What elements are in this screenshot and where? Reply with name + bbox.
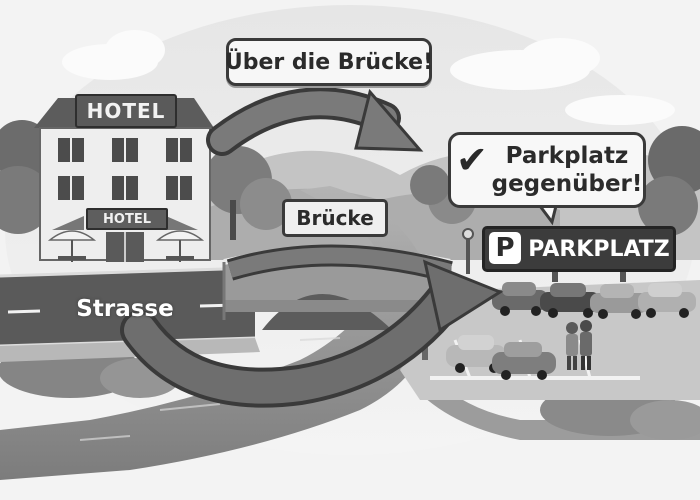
hotel-sign: HOTEL	[75, 94, 177, 128]
curved-arrow-icon	[206, 87, 424, 156]
clouds	[62, 30, 675, 125]
parking-icon: P	[489, 232, 521, 264]
curved-arrow-icon	[120, 244, 504, 408]
people	[566, 320, 592, 370]
bridge-sign: Brücke	[282, 199, 388, 237]
car	[540, 283, 600, 318]
car	[446, 335, 506, 373]
street-label: Strasse	[76, 296, 174, 322]
riverbank-curb	[390, 345, 700, 440]
car	[492, 342, 556, 380]
parking-callout: Parkplatz gegenüber!	[448, 132, 646, 208]
car	[492, 282, 548, 316]
parked-cars	[446, 282, 696, 380]
parking-callout-line1: Parkplatz	[505, 143, 629, 169]
lamp-post	[466, 234, 470, 274]
callout-bridge: Über die Brücke!	[225, 38, 433, 86]
hotel-entrance-sign: HOTEL	[86, 208, 168, 230]
parking-sign-text: PARKPLATZ	[528, 236, 670, 262]
trees-left	[0, 120, 292, 240]
car	[590, 284, 648, 319]
parking-sign: PARKPLATZ	[482, 226, 676, 272]
cafe-umbrellas	[47, 230, 205, 262]
parking-callout-line2: gegenüber!	[491, 171, 643, 197]
river	[0, 186, 433, 480]
car	[638, 283, 696, 318]
check-icon: ✔	[456, 138, 488, 182]
road	[0, 268, 255, 346]
